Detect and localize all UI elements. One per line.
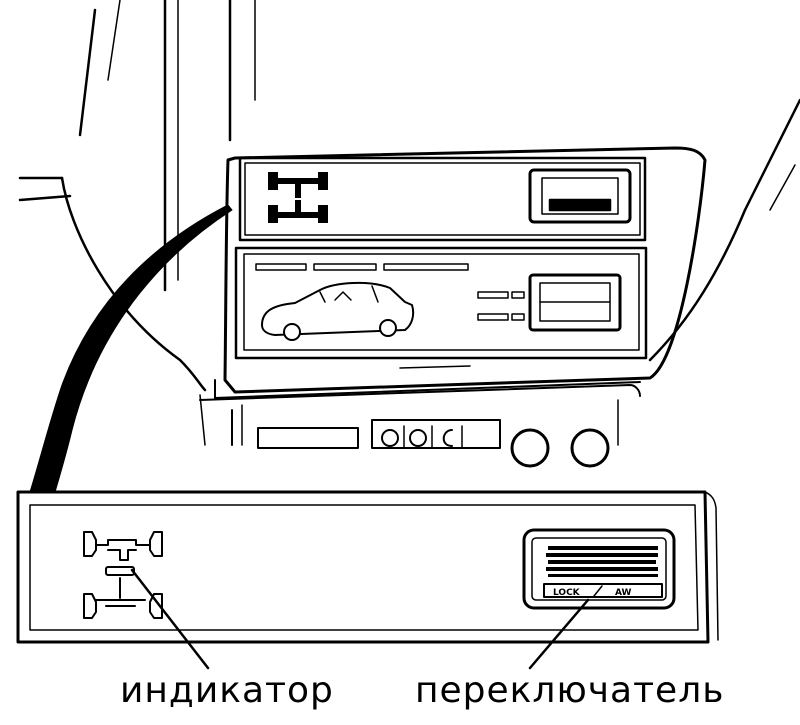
switch-caption: переключатель xyxy=(415,670,725,711)
indicator-caption: индикатор xyxy=(120,670,334,711)
switch-pointer-line xyxy=(528,598,590,670)
car-silhouette-icon xyxy=(261,281,415,341)
indicator-pointer-line xyxy=(130,568,210,670)
lower-dashboard xyxy=(199,384,641,468)
detail-panel xyxy=(16,490,719,644)
switch-slash xyxy=(593,585,603,597)
dashboard-background xyxy=(18,0,800,392)
drive-indicator-icon-small xyxy=(268,172,328,223)
four-wheel-drive-indicator-icon xyxy=(83,531,163,619)
lock-switch xyxy=(522,528,676,610)
switch-lock-label: LOCK xyxy=(553,588,581,598)
upper-console xyxy=(214,146,707,399)
callout-leader xyxy=(29,204,233,493)
switch-auto-label: AW xyxy=(615,588,632,598)
